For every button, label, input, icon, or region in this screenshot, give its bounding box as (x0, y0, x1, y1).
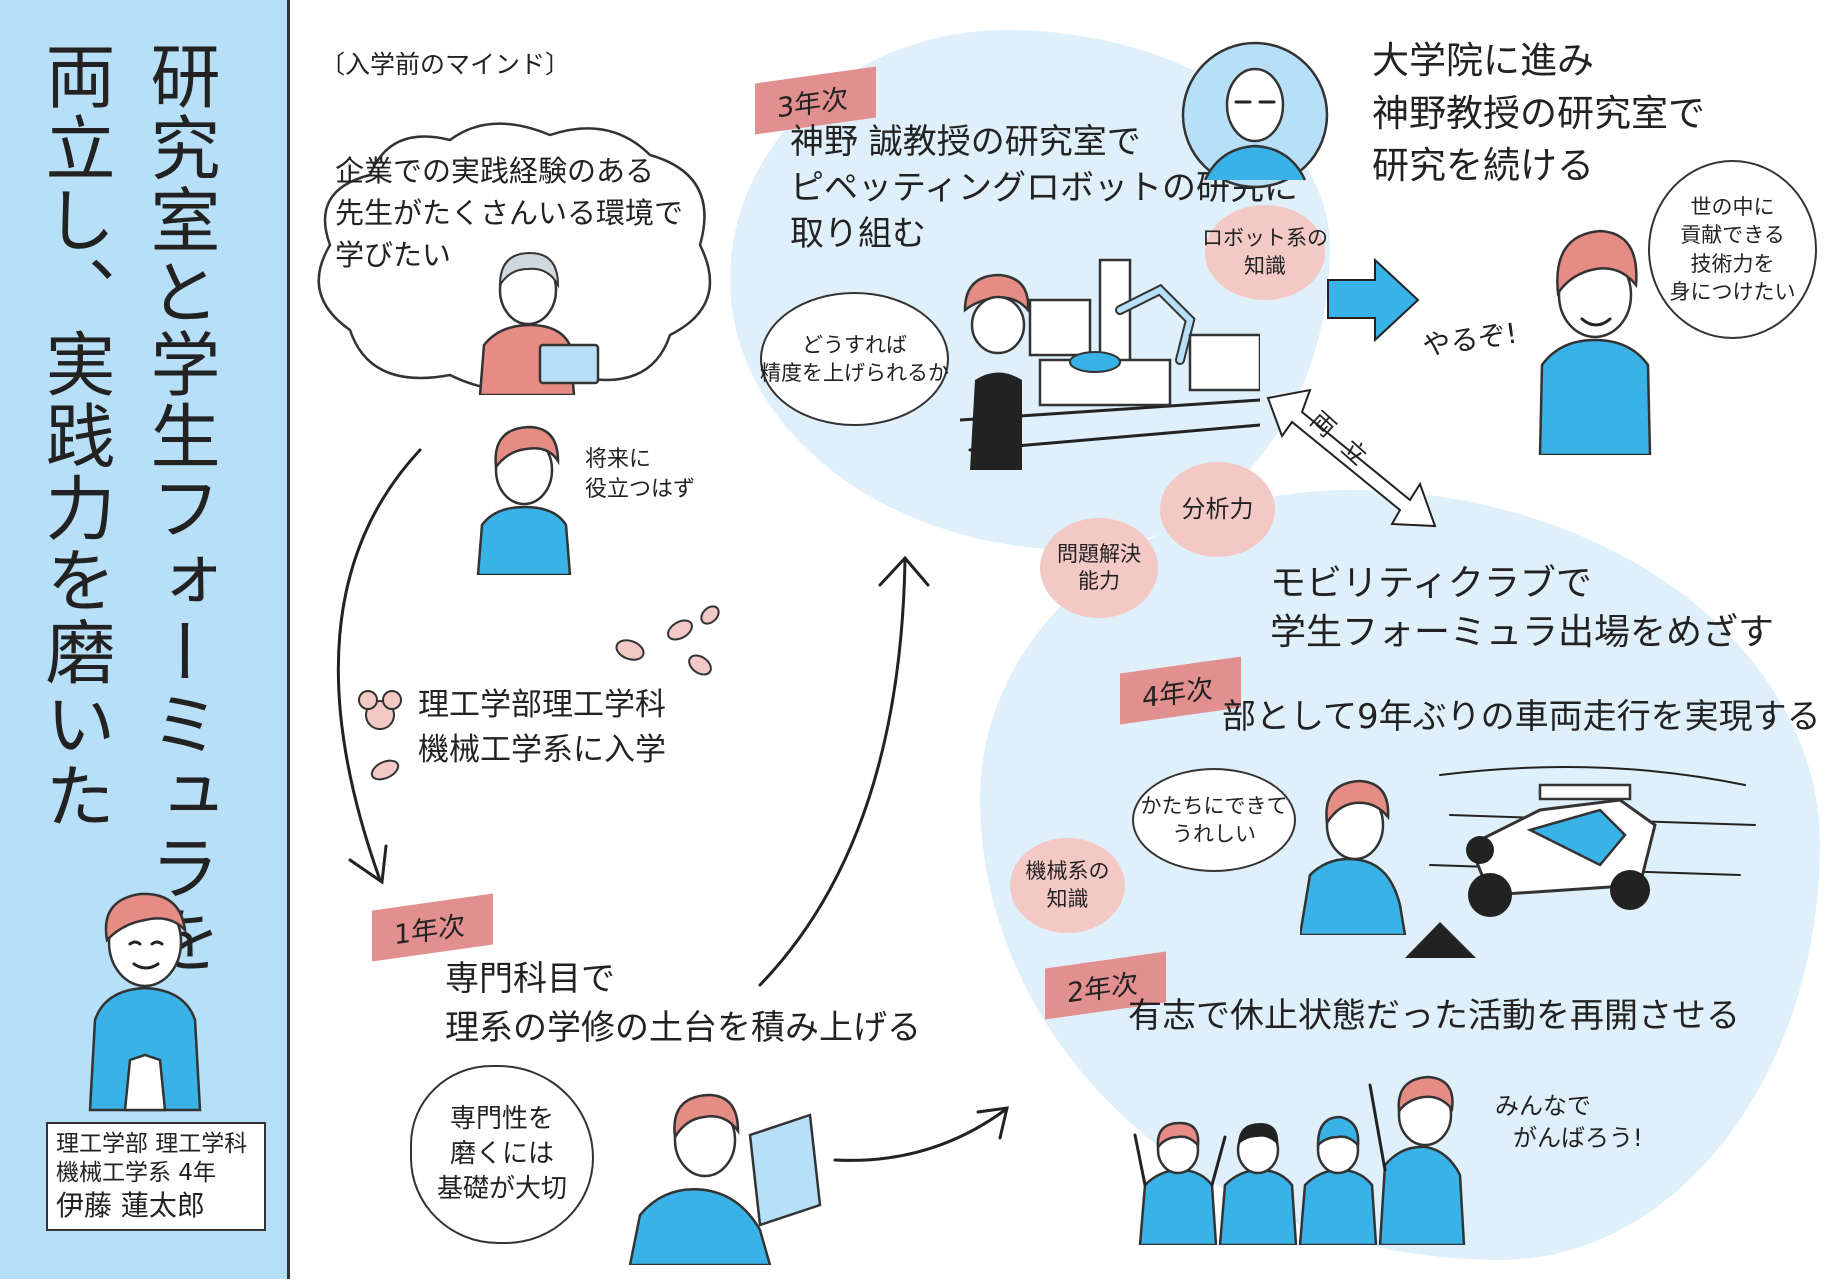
year2-text: 有志で休止状態だった活動を再開させる (1128, 996, 1740, 1036)
mindset-note-line: 役立つはず (585, 476, 696, 502)
graduate-bubble-line: 技術力を (1690, 251, 1775, 276)
skill-problem-line: 能力 (1078, 569, 1120, 593)
teacher-illustration (478, 251, 600, 395)
year1-thought-bubble: 専門性を 磨くには 基礎が大切 (410, 1065, 594, 1244)
skill-mechanical-line: 知識 (1046, 886, 1089, 911)
arrow-year1-to-club (833, 1108, 1007, 1162)
student-thinking-illustration (476, 425, 572, 575)
skill-problem-line: 問題解決 (1057, 541, 1141, 566)
robot-lab-illustration (960, 258, 1260, 470)
entry-line: 機械工学系に入学 (418, 731, 666, 768)
skill-robotics-line: 知識 (1244, 253, 1286, 278)
graduate-line: 研究を続ける (1372, 144, 1594, 188)
mindset-cloud-text: 企業での実践経験のある 先生がたくさんいる環境で 学びたい (335, 150, 683, 276)
title-line-1: 研究室と学生フォーミュラを (139, 40, 221, 976)
year3-thought-bubble: どうすれば 精度を上げられるか (760, 292, 949, 426)
graduate-bubble-line: 身につけたい (1669, 279, 1796, 304)
year4-bubble-line: かたちにできて (1140, 793, 1288, 818)
year2-note-line: みんなで (1495, 1092, 1591, 1120)
year3-bubble-line: 精度を上げられるか (760, 361, 949, 385)
year1-bubble-line: 磨くには (449, 1138, 554, 1169)
formula-car-illustration (1300, 766, 1756, 935)
triangle-icon (1405, 922, 1476, 958)
entry-line: 理工学部理工学科 (418, 687, 666, 723)
student-laptop-illustration (628, 1093, 822, 1265)
year1-bubble-line: 基礎が大切 (436, 1174, 567, 1205)
mindset-cloud-line: 学びたい (335, 238, 452, 273)
profile-department: 理工学部 理工学科 (56, 1131, 248, 1157)
profile-name: 伊藤 蓮太郎 (56, 1188, 205, 1222)
student-illustration (88, 892, 202, 1112)
skill-analysis: 分析力 (1160, 462, 1275, 557)
graduate-line: 神野教授の研究室で (1372, 91, 1705, 135)
graduate-student-illustration (1538, 229, 1652, 455)
year2-note-line: がんばろう! (1513, 1124, 1643, 1153)
mindset-cloud-line: 企業での実践経験のある (335, 154, 655, 188)
year3-line: 取り組む (790, 213, 926, 254)
club-line: 学生フォーミュラ出場をめざす (1270, 611, 1775, 653)
title-line-2: 両立し、実践力を磨いた (34, 40, 116, 832)
club-text: モビリティクラブで 学生フォーミュラ出場をめざす (1270, 560, 1774, 657)
club-line: モビリティクラブで (1270, 563, 1592, 604)
arrow-mind-to-year1 (336, 448, 422, 882)
skill-problem-solving: 問題解決 能力 (1040, 518, 1158, 618)
skill-robotics: ロボット系の 知識 (1202, 205, 1328, 300)
year1-bubble-line: 専門性を (449, 1103, 554, 1134)
mindset-note: 将来に 役立つはず (585, 445, 695, 504)
mindset-cloud-line: 先生がたくさんいる環境で (335, 196, 684, 231)
arrow-to-graduate (1327, 257, 1420, 343)
year4-bubble-line: うれしい (1172, 822, 1256, 846)
year2-note: みんなで がんばろう! (1495, 1090, 1643, 1155)
profile-card: 理工学部 理工学科 機械工学系 4年 伊藤 蓮太郎 (46, 1122, 266, 1231)
year4-text: 部として9年ぶりの車両走行を実現する (1222, 697, 1821, 737)
arrow-year1-to-year3 (758, 558, 907, 987)
year3-bubble-line: どうすれば (802, 332, 907, 357)
professor-portrait (1181, 41, 1329, 189)
year3-line: 神野 誠教授の研究室で (790, 122, 1141, 162)
graduate-text: 大学院に進み 神野教授の研究室で 研究を続ける (1372, 35, 1705, 193)
graduate-thought-bubble: 世の中に 貢献できる 技術力を 身につけたい (1648, 160, 1817, 339)
skill-mechanical-line: 機械系の (1025, 859, 1110, 884)
year1-line: 理系の学修の土台を積み上げる (445, 1008, 921, 1049)
skill-analysis-label: 分析力 (1181, 494, 1254, 523)
year1-line: 専門科目で (445, 959, 615, 999)
skill-robotics-line: ロボット系の (1202, 226, 1328, 251)
graduate-bubble-line: 世の中に (1690, 194, 1775, 219)
profile-course: 機械工学系 4年 (56, 1159, 216, 1186)
sakura-icons (358, 605, 720, 781)
graduate-bubble-line: 貢献できる (1680, 223, 1785, 248)
entry-text: 理工学部理工学科 機械工学系に入学 (418, 683, 666, 773)
team-illustration (1133, 1075, 1466, 1245)
graduate-line: 大学院に進み (1372, 39, 1594, 82)
title-panel: 研究室と学生フォーミュラを 両立し、実践力を磨いた 理工学部 理工学科 機械工学… (0, 0, 290, 1279)
year4-thought-bubble: かたちにできて うれしい (1132, 768, 1296, 872)
skill-mechanical: 機械系の 知識 (1010, 838, 1125, 933)
year1-text: 専門科目で 理系の学修の土台を積み上げる (445, 955, 921, 1054)
mindset-label: 〔入学前のマインド〕 (320, 50, 571, 79)
mindset-note-line: 将来に (585, 447, 652, 472)
both-arrow (1266, 388, 1437, 528)
